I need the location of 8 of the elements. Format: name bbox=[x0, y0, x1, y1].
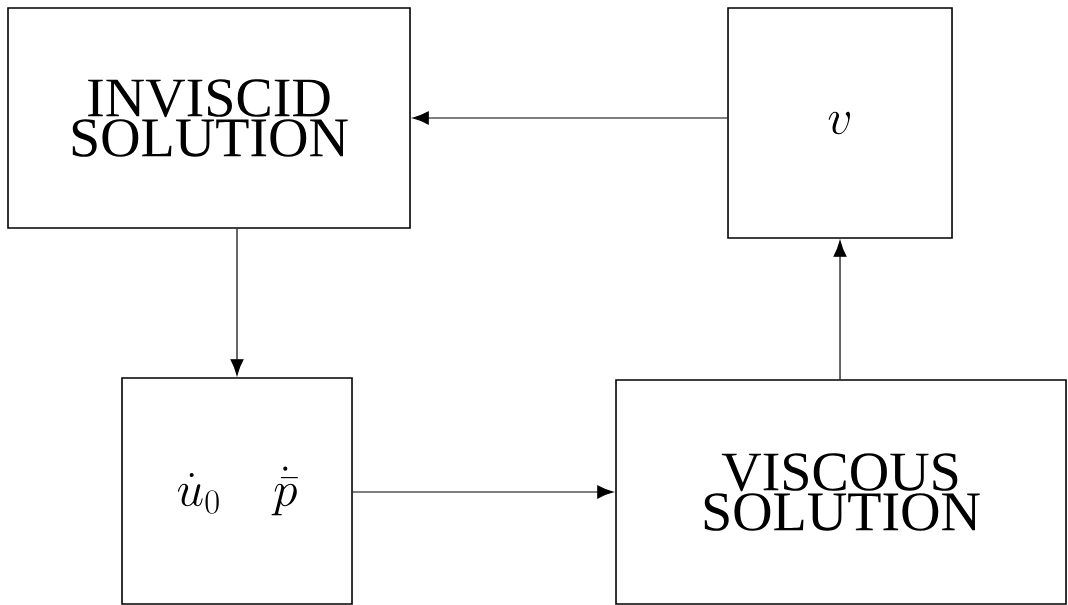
process-box: INVISCID SOLUTION bbox=[7, 7, 411, 229]
arrow bbox=[412, 111, 728, 125]
process-box: $v$ bbox=[727, 7, 953, 239]
arrow bbox=[352, 485, 614, 499]
arrow bbox=[833, 240, 847, 380]
process-box: $\dot{u}_0$ $\dot{\bar{p}}$ bbox=[121, 377, 353, 605]
arrow bbox=[230, 228, 244, 376]
process-box: VISCOUS SOLUTION bbox=[615, 379, 1067, 605]
